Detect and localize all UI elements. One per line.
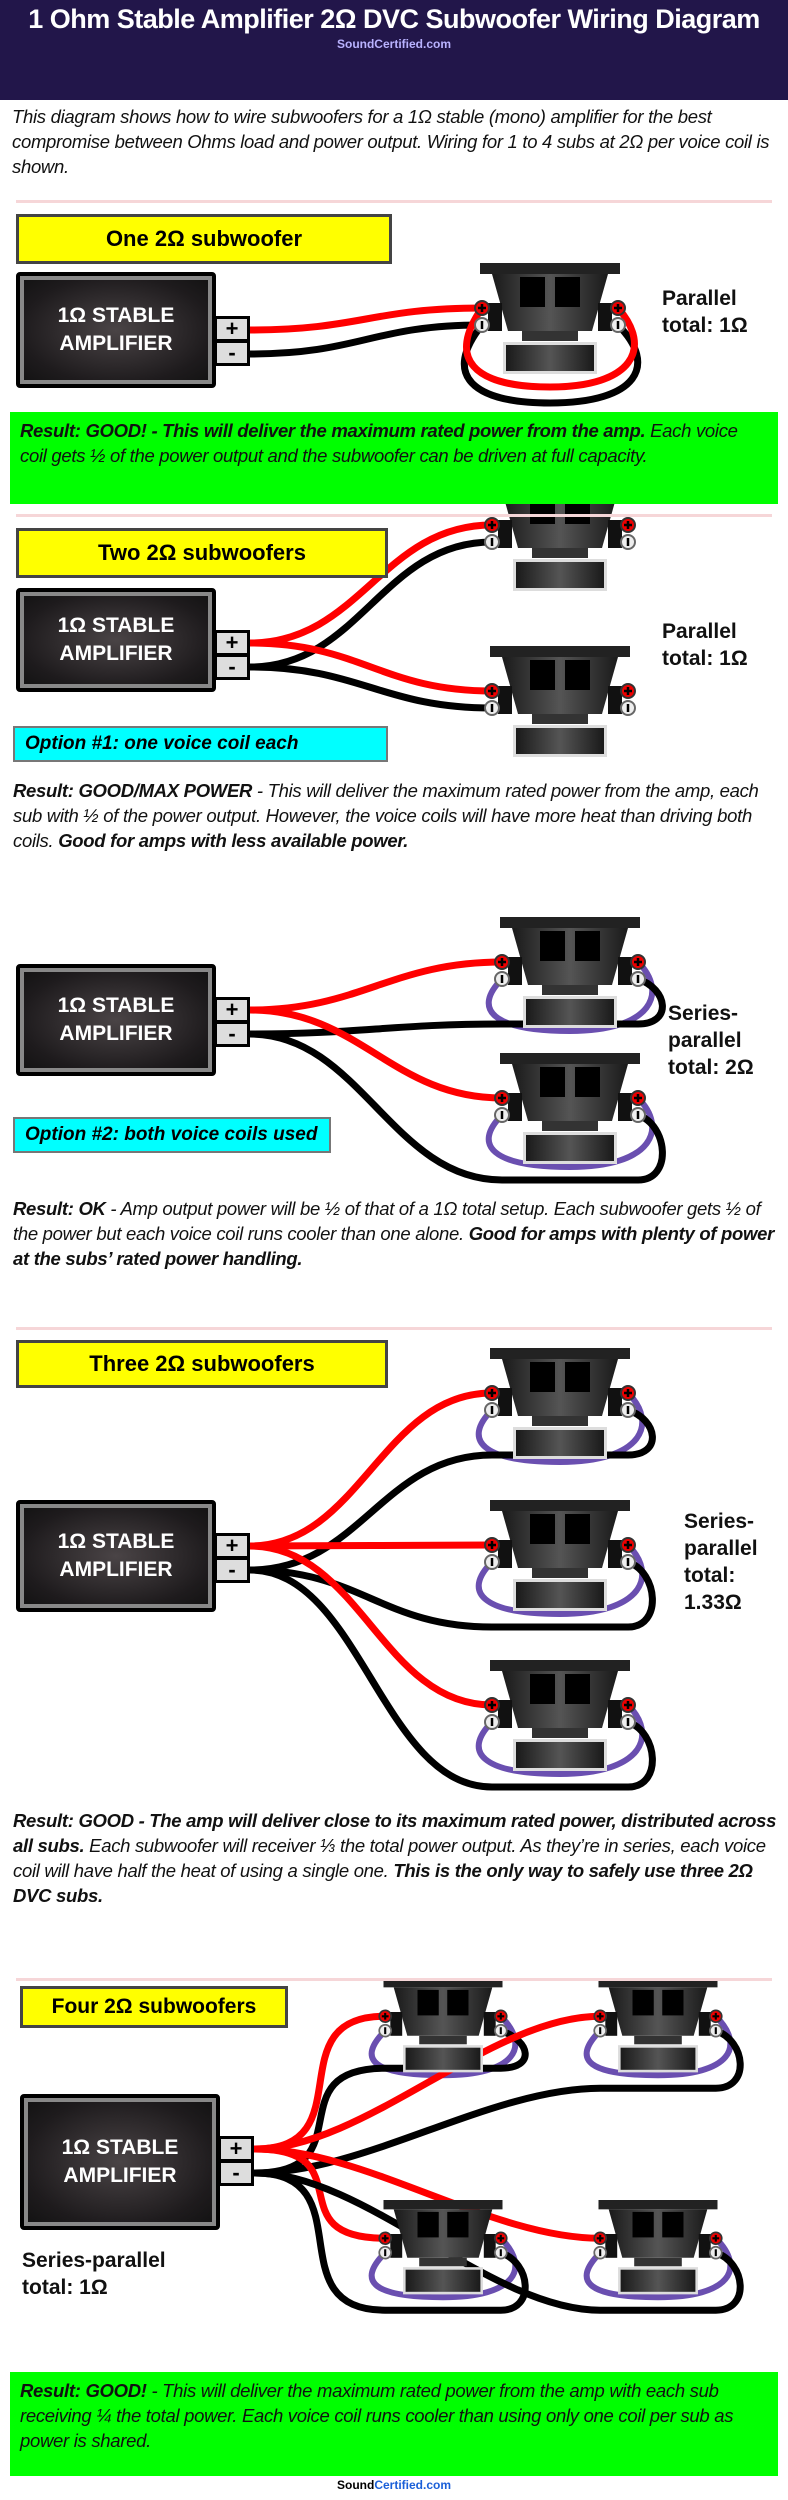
result-text: Good for amps with plenty of power at th… xyxy=(13,1223,775,1269)
positive-wire xyxy=(246,521,496,647)
result-text: - This will deliver the maximum rated po… xyxy=(13,780,759,851)
section-heading-three-subs: Three 2Ω subwoofers xyxy=(16,1340,388,1388)
divider xyxy=(16,200,772,203)
negative-wire xyxy=(246,1566,656,1791)
amp-positive-terminal: + xyxy=(218,2136,254,2162)
subwoofer xyxy=(378,1978,508,2074)
result-text: Result: GOOD! xyxy=(20,2380,147,2401)
result-text: This is the only way to safely use three… xyxy=(13,1860,753,1906)
subwoofer xyxy=(593,1978,723,2074)
result-text: Result: OK xyxy=(13,1198,106,1219)
negative-wire xyxy=(251,2169,744,2314)
site-name: SoundCertified.com xyxy=(336,37,451,51)
total-impedance-label: Series-parallel total: 1Ω xyxy=(22,2249,166,2299)
amp-label: 1Ω STABLE xyxy=(57,304,175,327)
amp-label: AMPLIFIER xyxy=(59,1022,173,1045)
amp-label: AMPLIFIER xyxy=(59,1558,173,1581)
section-heading-four-subs: Four 2Ω subwoofers xyxy=(20,1986,288,2028)
amp-negative-terminal: - xyxy=(218,2160,254,2186)
positive-wire xyxy=(246,958,506,1014)
positive-wire xyxy=(246,1389,496,1550)
subwoofer xyxy=(483,1660,637,1772)
option-1-label: Option #1: one voice coil each xyxy=(13,726,388,762)
amp-negative-terminal: - xyxy=(214,340,250,366)
negative-wire xyxy=(246,1558,656,1631)
amp-label: AMPLIFIER xyxy=(59,642,173,665)
subwoofer xyxy=(493,1053,647,1165)
divider xyxy=(16,514,772,517)
negative-wire xyxy=(246,1030,666,1184)
negative-wire xyxy=(251,2169,529,2314)
result-text-option-2: Result: OK - Amp output power will be ½ … xyxy=(13,1196,778,1271)
positive-wire xyxy=(463,304,638,391)
positive-wire xyxy=(246,1006,506,1102)
amp-label: AMPLIFIER xyxy=(63,2164,177,2187)
result-box: Result: GOOD! - This will deliver the ma… xyxy=(10,2372,778,2476)
amplifier: 1Ω STABLE AMPLIFIER xyxy=(16,272,216,388)
total-impedance-label: Parallel total: 1Ω xyxy=(662,620,748,670)
amp-positive-terminal: + xyxy=(214,630,250,656)
negative-wire xyxy=(246,663,496,712)
amp-positive-terminal: + xyxy=(214,1533,250,1559)
result-text-three: Result: GOOD - The amp will deliver clos… xyxy=(13,1808,778,1908)
positive-wire xyxy=(246,639,496,695)
subwoofer xyxy=(483,1348,637,1460)
footer-logo: SoundCertified.com xyxy=(0,2478,788,2492)
subwoofer xyxy=(483,646,637,758)
subwoofer xyxy=(378,2200,508,2296)
option-2-label: Option #2: both voice coils used xyxy=(13,1117,331,1153)
amp-positive-terminal: + xyxy=(214,997,250,1023)
positive-wire xyxy=(246,1542,496,1709)
result-text: Result: GOOD - The amp will deliver clos… xyxy=(13,1810,777,1856)
amp-label: 1Ω STABLE xyxy=(57,614,175,637)
amp-label: 1Ω STABLE xyxy=(61,2136,179,2159)
result-text: Result: GOOD! - This will deliver the ma… xyxy=(20,420,646,441)
subwoofer xyxy=(473,263,627,375)
amp-negative-terminal: - xyxy=(214,1557,250,1583)
page-title: 1 Ohm Stable Amplifier 2Ω DVC Subwoofer … xyxy=(28,4,760,34)
result-text: Each voice coil gets ½ of the power outp… xyxy=(20,420,738,466)
negative-wire xyxy=(246,321,486,358)
footer-logo-part: Sound xyxy=(336,2478,375,2492)
result-text: - Amp output power will be ½ of that of … xyxy=(13,1198,761,1244)
divider xyxy=(16,1327,772,1330)
subwoofer xyxy=(593,2200,723,2296)
amp-positive-terminal: + xyxy=(214,316,250,342)
amp-label: 1Ω STABLE xyxy=(57,994,175,1017)
negative-wire xyxy=(460,321,642,407)
negative-wire xyxy=(246,1406,656,1574)
section-heading-one-sub: One 2Ω subwoofer xyxy=(16,214,392,264)
result-text: Result: GOOD/MAX POWER xyxy=(13,780,253,801)
subwoofer xyxy=(483,1500,637,1612)
amp-label: 1Ω STABLE xyxy=(57,1530,175,1553)
negative-wire xyxy=(246,538,496,671)
total-impedance-label: Series-parallel total: 2Ω xyxy=(668,1002,754,1079)
section-heading-two-subs: Two 2Ω subwoofers xyxy=(16,528,388,578)
amp-label: AMPLIFIER xyxy=(59,332,173,355)
result-text: - This will deliver the maximum rated po… xyxy=(20,2380,734,2451)
intro-text: This diagram shows how to wire subwoofer… xyxy=(12,106,770,177)
total-impedance-label: Parallel total: 1Ω xyxy=(662,287,748,337)
positive-wire xyxy=(246,1541,496,1550)
footer-logo-part: Certified.com xyxy=(374,2478,451,2492)
positive-wire xyxy=(246,304,486,334)
result-text: Good for amps with less available power. xyxy=(58,830,409,851)
negative-wire xyxy=(246,975,666,1038)
amplifier: 1Ω STABLE AMPLIFIER xyxy=(20,2094,220,2230)
result-text: Each subwoofer will receiver ⅓ the total… xyxy=(13,1835,766,1881)
amplifier: 1Ω STABLE AMPLIFIER xyxy=(16,964,216,1076)
positive-wire xyxy=(251,2145,604,2242)
amp-negative-terminal: - xyxy=(214,1021,250,1047)
positive-wire xyxy=(251,2012,604,2153)
amplifier: 1Ω STABLE AMPLIFIER xyxy=(16,1500,216,1612)
amplifier: 1Ω STABLE AMPLIFIER xyxy=(16,588,216,692)
total-impedance-label: Series-parallel total: 1.33Ω xyxy=(684,1510,758,1614)
header-banner: 1 Ohm Stable Amplifier 2Ω DVC Subwoofer … xyxy=(0,0,788,100)
result-text-option-1: Result: GOOD/MAX POWER - This will deliv… xyxy=(13,778,778,853)
amp-negative-terminal: - xyxy=(214,654,250,680)
divider xyxy=(16,1978,772,1981)
subwoofer xyxy=(493,917,647,1029)
result-box: Result: GOOD! - This will deliver the ma… xyxy=(10,412,778,504)
